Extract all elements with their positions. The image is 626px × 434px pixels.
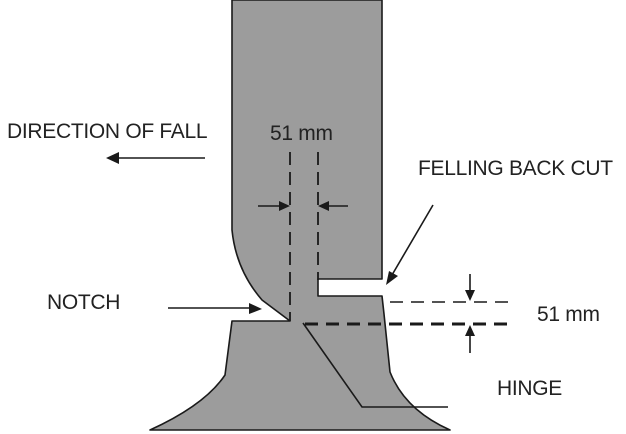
direction-of-fall-label: DIRECTION OF FALL	[7, 120, 207, 143]
notch-label: NOTCH	[47, 291, 120, 314]
notch-width-arrowhead-left	[279, 201, 290, 211]
hinge-leader-line	[302, 322, 448, 408]
back-cut-arrowhead-bottom	[465, 325, 475, 336]
tree-trunk	[149, 0, 451, 431]
notch-width-arrowhead-right	[318, 201, 329, 211]
back-cut-pointer-stem	[391, 204, 434, 276]
notch-pointer-arrowhead	[249, 303, 262, 314]
hinge-label: HINGE	[497, 377, 562, 400]
back-cut-arrowhead-top	[465, 290, 475, 301]
direction-arrowhead	[106, 152, 119, 164]
felling-back-cut-label: FELLING BACK CUT	[418, 157, 613, 180]
back-cut-height-label: 51 mm	[537, 303, 600, 326]
back-cut-pointer-arrowhead	[386, 271, 398, 285]
notch-width-label: 51 mm	[270, 122, 333, 145]
